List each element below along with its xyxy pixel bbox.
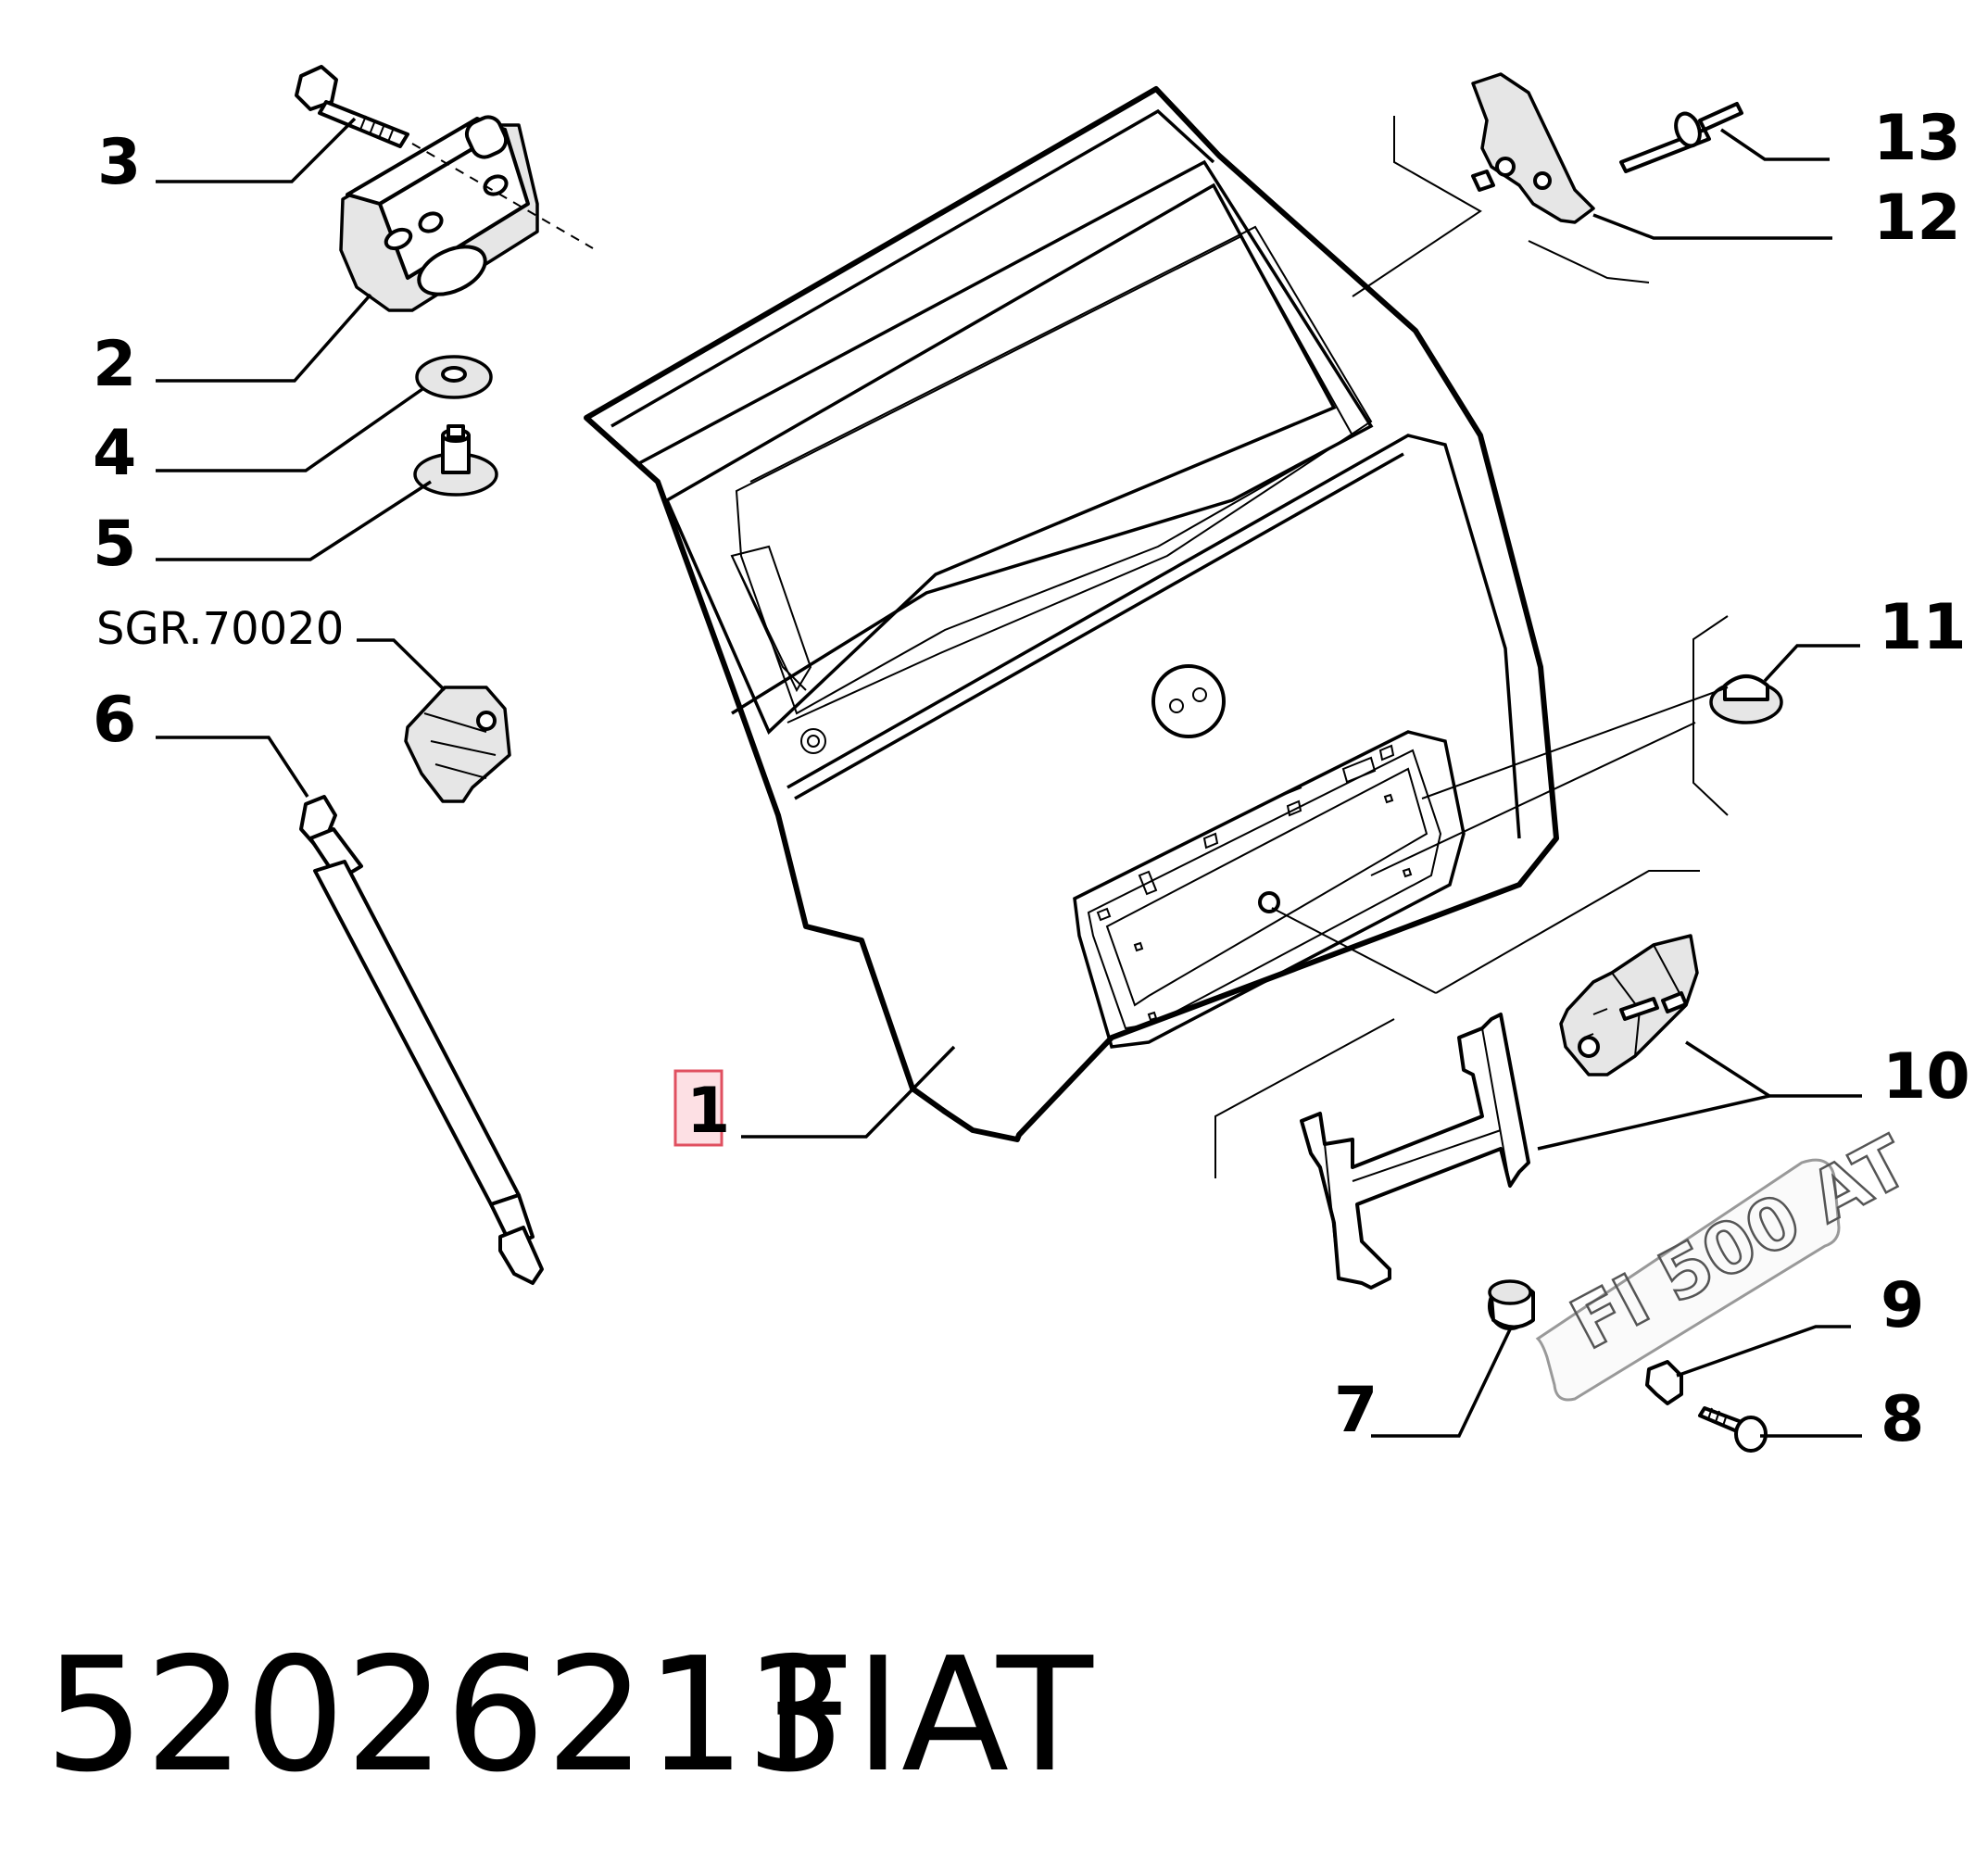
callout-11[interactable]: 11 (1879, 591, 1967, 664)
callout-6[interactable]: 6 (93, 684, 136, 757)
pin-part[interactable] (413, 424, 498, 497)
latch-bracket-part[interactable] (1559, 934, 1699, 1076)
striker-bracket-part[interactable] (1471, 72, 1595, 224)
callout-2[interactable]: 2 (93, 328, 136, 401)
callout-1[interactable]: 1 (686, 1075, 730, 1148)
callout-10[interactable]: 10 (1882, 1040, 1970, 1114)
mounting-frame-part[interactable] (1300, 1013, 1530, 1290)
tailgate-part[interactable] (584, 86, 1559, 1142)
callout-8[interactable]: 8 (1881, 1383, 1924, 1456)
callout-5[interactable]: 5 (93, 508, 136, 581)
callout-12[interactable]: 12 (1873, 182, 1961, 255)
gas-strut-part[interactable] (299, 795, 544, 1285)
hinge-part[interactable] (339, 113, 539, 312)
callout-13[interactable]: 13 (1873, 102, 1961, 175)
reference-code[interactable]: SGR.70020 (96, 603, 344, 655)
bolt-part[interactable] (295, 65, 594, 249)
bumper-block-part[interactable] (404, 686, 511, 803)
callout-4[interactable]: 4 (93, 417, 136, 490)
screw-part[interactable] (1698, 1406, 1768, 1453)
part-number: 52026213 (44, 1624, 846, 1807)
callout-7[interactable]: 7 (1334, 1374, 1378, 1447)
badge-text: FI 500 AT (1558, 1120, 1921, 1366)
nut-part[interactable] (1645, 1360, 1683, 1405)
callout-1-highlight (673, 1069, 723, 1147)
brand-name: FIAT (764, 1624, 1094, 1807)
rivet-part[interactable] (1619, 102, 1743, 173)
callout-9[interactable]: 9 (1881, 1269, 1924, 1342)
washer-part[interactable] (415, 355, 493, 399)
leader-lines (156, 116, 1862, 1438)
cap-part[interactable] (1488, 1279, 1535, 1330)
clip-part[interactable] (1709, 674, 1783, 724)
callout-3[interactable]: 3 (97, 126, 141, 199)
